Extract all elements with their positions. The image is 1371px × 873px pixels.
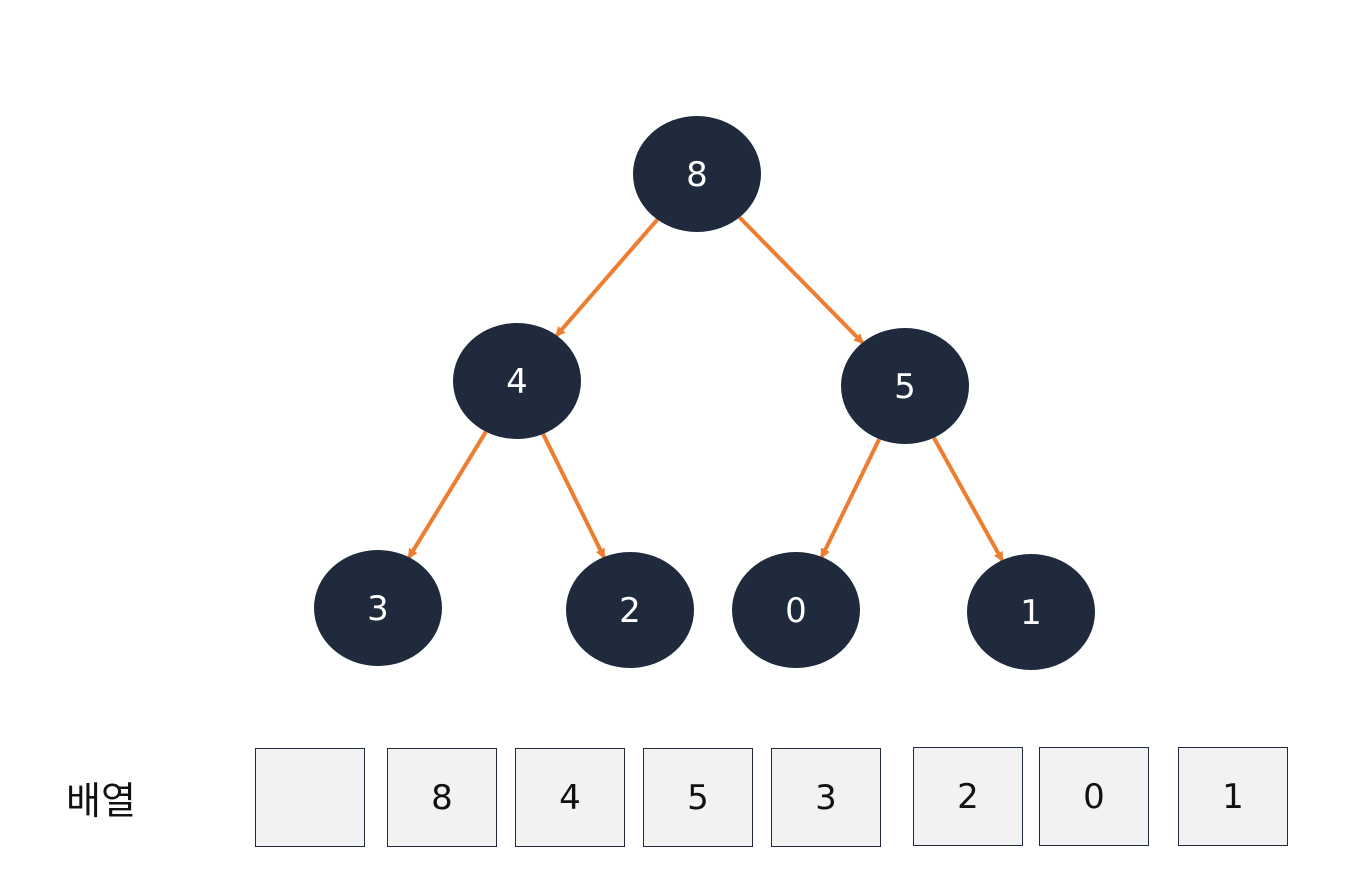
tree-node-label: 2 [619, 591, 641, 631]
tree-node-circle [453, 323, 581, 439]
edge-arrow-5-to-0 [820, 438, 881, 559]
tree-node-label: 5 [894, 367, 916, 407]
tree-node-label: 1 [1020, 593, 1042, 633]
edge-arrow-8-to-5 [738, 215, 864, 345]
array-cell-0 [255, 748, 365, 847]
array-cell-6: 0 [1039, 747, 1149, 846]
array-cell-4: 3 [771, 748, 881, 847]
tree-node-circle [841, 328, 969, 444]
edge-arrow-5-to-1 [932, 436, 1004, 562]
tree-node-8: 8 [633, 116, 761, 232]
tree-node-3: 3 [314, 550, 442, 666]
edge-arrow-8-to-4 [555, 218, 659, 337]
array-cell-5: 2 [913, 747, 1023, 846]
array-cell-1: 8 [387, 748, 497, 847]
edge-arrow-4-to-2 [541, 433, 606, 559]
edge-arrow-4-to-3 [407, 430, 488, 559]
tree-node-label: 8 [686, 155, 708, 195]
array-label: 배열 [66, 779, 136, 823]
tree-node-circle [732, 552, 860, 668]
tree-node-4: 4 [453, 323, 581, 439]
tree-node-label: 4 [506, 362, 528, 402]
tree-node-circle [566, 552, 694, 668]
tree-node-5: 5 [841, 328, 969, 444]
array-cell-3: 5 [643, 748, 753, 847]
tree-node-label: 3 [367, 589, 389, 629]
tree-node-label: 0 [785, 591, 807, 631]
tree-node-circle [633, 116, 761, 232]
tree-node-circle [967, 554, 1095, 670]
tree-node-2: 2 [566, 552, 694, 668]
array-cell-7: 1 [1178, 747, 1288, 846]
tree-node-1: 1 [967, 554, 1095, 670]
tree-node-0: 0 [732, 552, 860, 668]
array-cell-2: 4 [515, 748, 625, 847]
tree-node-circle [314, 550, 442, 666]
